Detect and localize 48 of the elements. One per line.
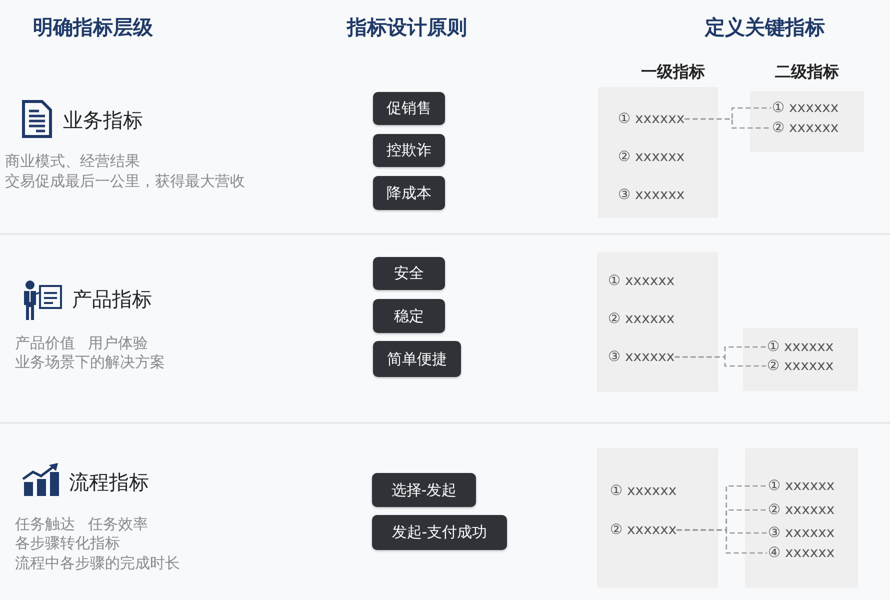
description-text: 各步骤转化指标 (15, 533, 120, 553)
principle-tag: 选择-发起 (372, 473, 476, 507)
dashed-connector (674, 356, 766, 367)
metric-item: ② xxxxxx (767, 356, 834, 376)
principle-tag: 控欺诈 (373, 134, 445, 167)
metric-item: ④ xxxxxx (768, 543, 835, 563)
metric-panel (745, 448, 858, 588)
metric-item: ② xxxxxx (772, 118, 839, 138)
description-text: 任务触达 任务效率 (15, 514, 148, 534)
metric-item: ① xxxxxx (608, 271, 675, 291)
metric-item: ② xxxxxx (608, 309, 675, 329)
metric-panel (597, 252, 718, 392)
metric-item: ③ xxxxxx (768, 523, 835, 543)
description-text: 交易促成最后一公里，获得最大营收 (5, 171, 245, 191)
category-heading: 流程指标 (69, 469, 149, 495)
description-text: 产品价值 用户体验 (15, 333, 148, 353)
description-text: 流程中各步骤的完成时长 (15, 553, 180, 573)
column-heading: 指标设计原则 (347, 14, 467, 40)
metric-item: ③ xxxxxx (608, 347, 675, 367)
metric-item: ② xxxxxx (618, 147, 685, 167)
principle-tag: 发起-支付成功 (372, 515, 507, 550)
dashed-connector (684, 118, 771, 129)
metric-item: ① xxxxxx (768, 476, 835, 496)
metric-panel (750, 91, 864, 152)
column-heading: 明确指标层级 (33, 14, 153, 40)
metric-panel (598, 87, 718, 218)
principle-tag: 促销售 (373, 92, 445, 125)
description-text: 商业模式、经营结果 (5, 151, 140, 171)
category-heading: 产品指标 (72, 286, 152, 312)
principle-tag: 简单便捷 (373, 341, 461, 377)
metric-item: ② xxxxxx (610, 520, 677, 540)
dashed-connector (676, 529, 767, 554)
metric-item: ② xxxxxx (768, 500, 835, 520)
metric-item: ① xxxxxx (610, 481, 677, 501)
principle-tag: 稳定 (373, 299, 445, 333)
metric-panel (597, 448, 718, 588)
category-heading: 业务指标 (63, 107, 143, 133)
principle-tag: 安全 (373, 257, 445, 290)
metric-item: ① xxxxxx (618, 109, 685, 129)
metric-item: ① xxxxxx (772, 98, 839, 118)
column-heading: 定义关键指标 (705, 14, 825, 40)
principle-tag: 降成本 (373, 176, 445, 210)
column-subheading: 一级指标 (641, 61, 705, 83)
description-text: 业务场景下的解决方案 (15, 352, 165, 372)
metric-panel (743, 328, 858, 391)
column-subheading: 二级指标 (775, 61, 839, 83)
metric-item: ① xxxxxx (767, 337, 834, 357)
metric-item: ③ xxxxxx (618, 185, 685, 205)
